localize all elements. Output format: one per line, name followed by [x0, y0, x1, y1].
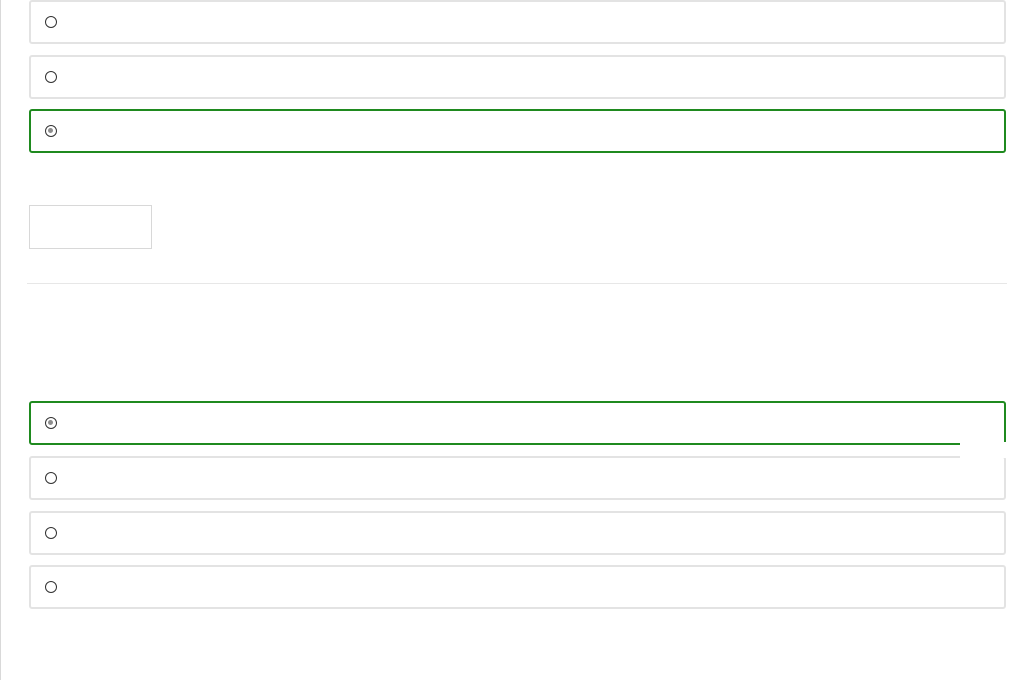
radio-button[interactable] — [45, 16, 57, 28]
section-divider — [27, 283, 1007, 284]
q1-option-1[interactable] — [29, 0, 1006, 44]
radio-button[interactable] — [45, 581, 57, 593]
q2-option-2[interactable] — [29, 456, 1006, 500]
radio-button-selected[interactable] — [45, 417, 57, 429]
submit-button[interactable] — [29, 205, 152, 249]
rendering-gap — [960, 442, 1010, 458]
q2-option-3[interactable] — [29, 511, 1006, 555]
radio-button[interactable] — [45, 527, 57, 539]
left-edge-rule — [0, 0, 1, 680]
q1-option-2[interactable] — [29, 55, 1006, 99]
radio-button[interactable] — [45, 472, 57, 484]
q2-option-1[interactable] — [29, 401, 1006, 445]
radio-button[interactable] — [45, 71, 57, 83]
radio-button-selected[interactable] — [45, 125, 57, 137]
q1-option-3[interactable] — [29, 109, 1006, 153]
q2-option-4[interactable] — [29, 565, 1006, 609]
